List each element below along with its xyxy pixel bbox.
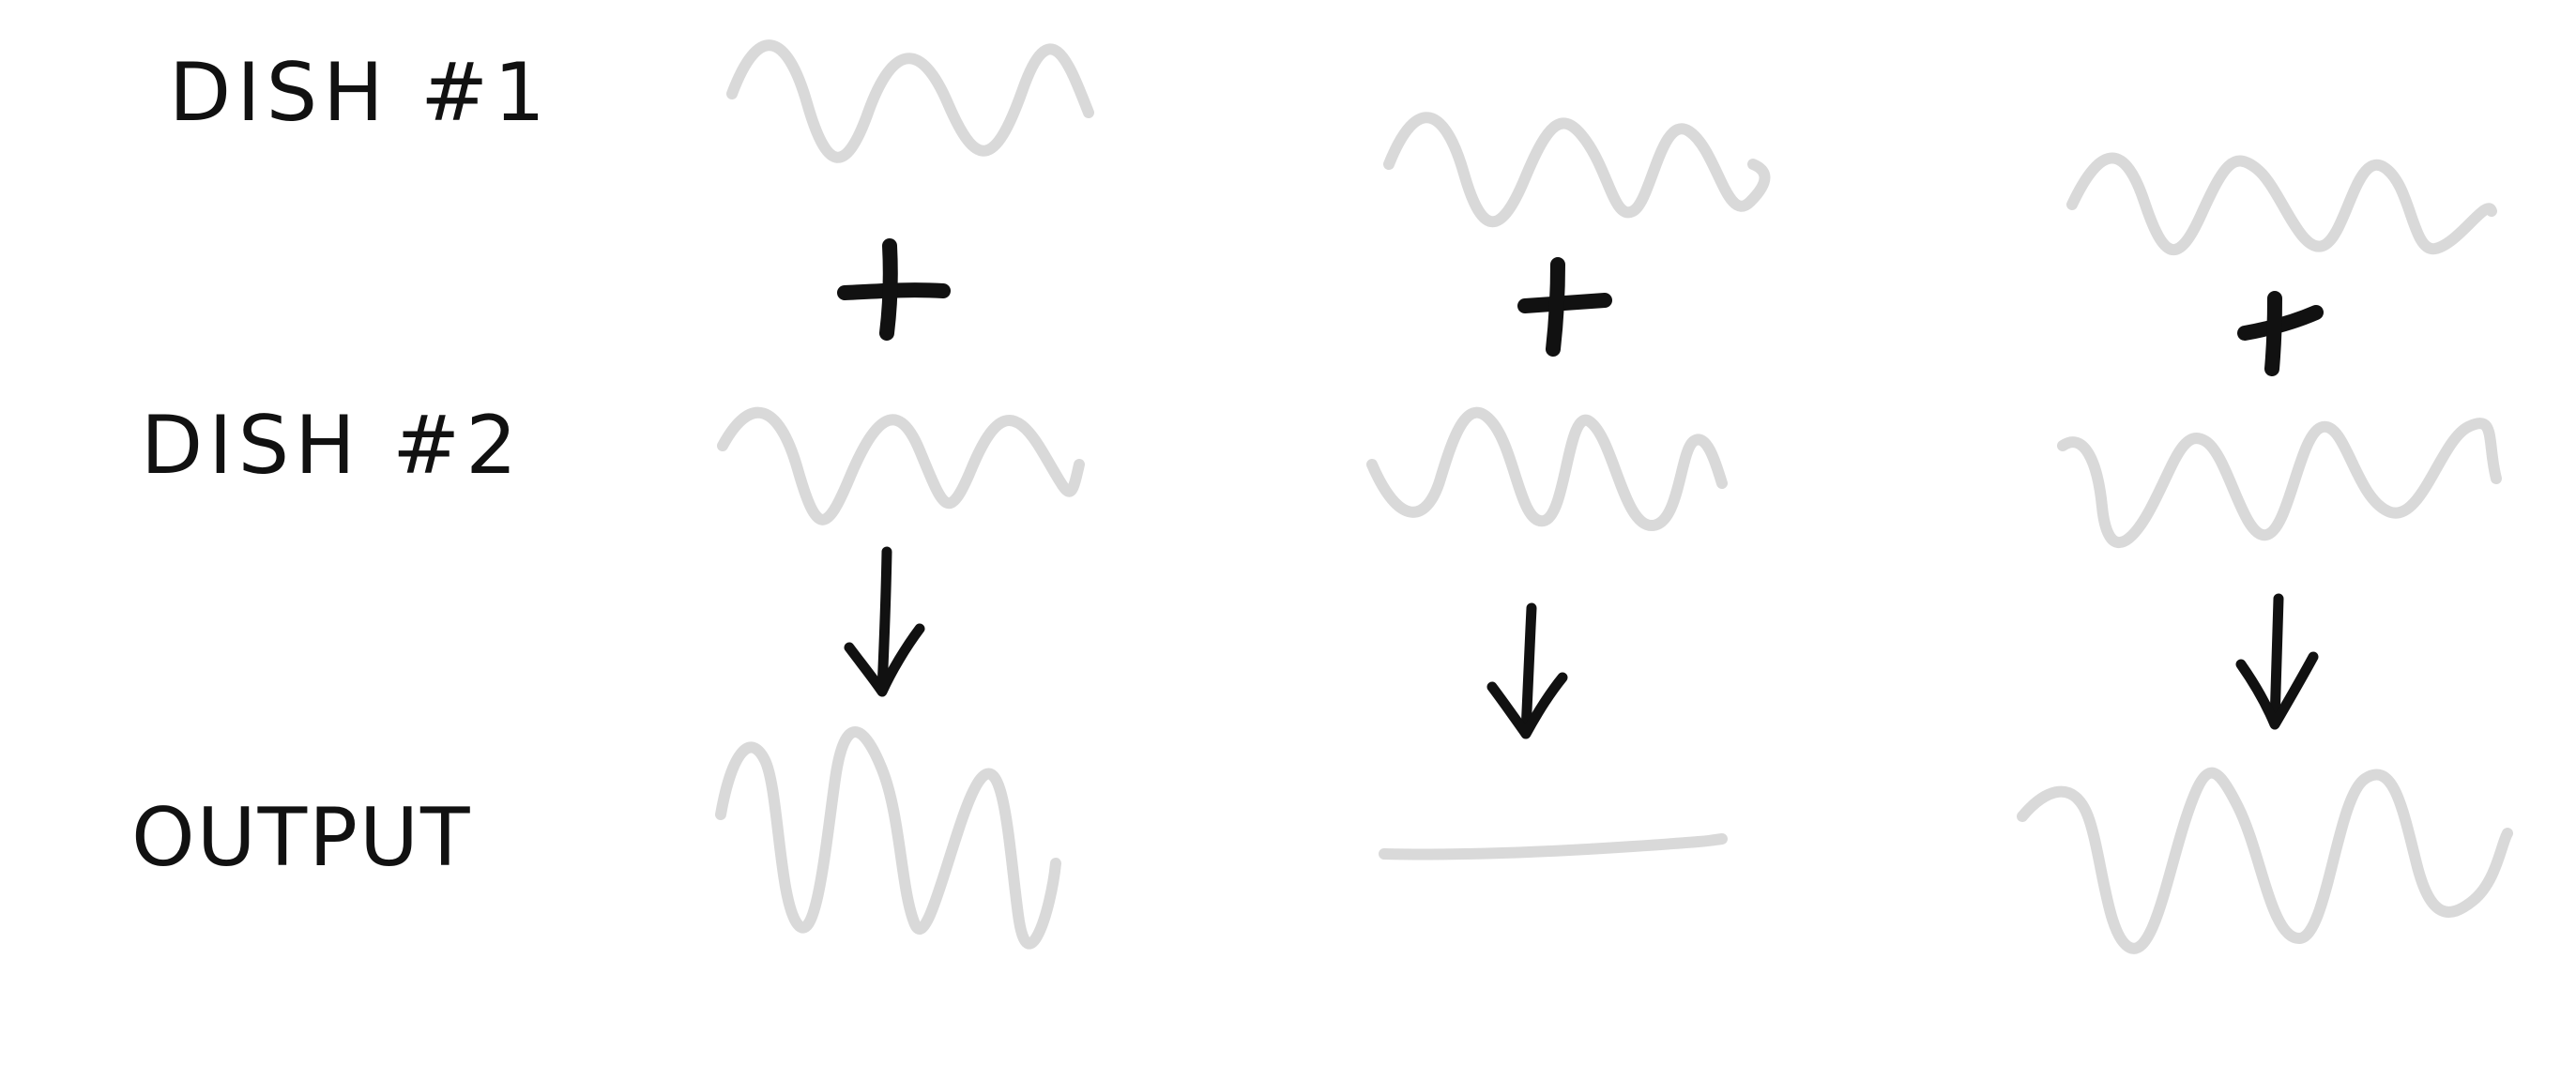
column-1-output-wave bbox=[715, 726, 1061, 950]
column-2-output-flat-line bbox=[1379, 833, 1728, 860]
column-1-dish-2-wave bbox=[717, 406, 1085, 525]
column-1-down-arrow-icon bbox=[844, 546, 925, 697]
column-2 bbox=[1366, 112, 1771, 860]
output-label: OUTPUT bbox=[131, 791, 472, 885]
column-3-dish-1-wave bbox=[2066, 152, 2497, 255]
column-1 bbox=[715, 39, 1094, 950]
dish-2-label: DISH #2 bbox=[141, 399, 523, 493]
column-2-down-arrow-icon bbox=[1486, 602, 1568, 739]
column-3 bbox=[2017, 152, 2513, 954]
dish-1-label: DISH #1 bbox=[169, 46, 551, 140]
column-2-dish-2-wave bbox=[1366, 406, 1728, 531]
column-1-dish-1-wave bbox=[726, 39, 1094, 163]
column-3-down-arrow-icon bbox=[2235, 593, 2319, 730]
column-2-plus-icon bbox=[1517, 257, 1612, 357]
column-1-plus-icon bbox=[837, 238, 951, 341]
column-3-output-wave bbox=[2017, 767, 2513, 954]
column-3-plus-icon bbox=[2237, 291, 2324, 376]
column-3-dish-2-wave bbox=[2057, 418, 2502, 549]
column-2-dish-1-wave bbox=[1383, 112, 1771, 227]
